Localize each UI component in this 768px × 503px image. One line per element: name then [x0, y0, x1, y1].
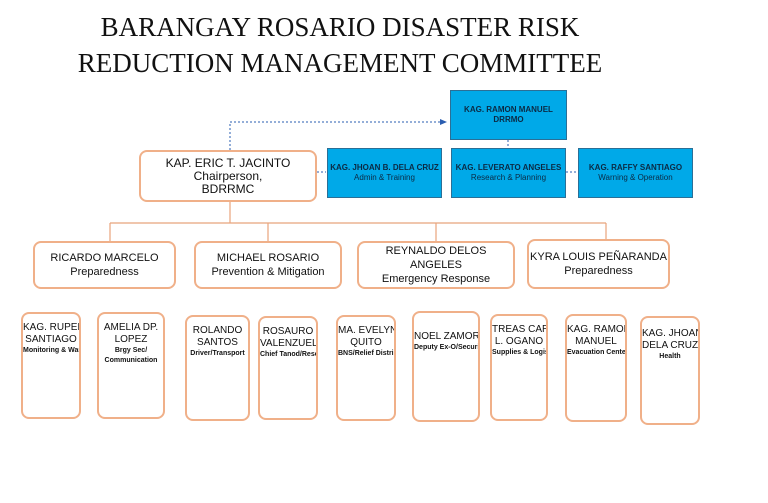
member-box: KAG. RUPERT SANTIAGO Monitoring & Warnin…	[21, 312, 81, 419]
head-name: KYRA LOUIS PEÑARANDA	[530, 251, 667, 263]
member-name-line-2: DELA CRUZ	[642, 340, 699, 351]
member-box: AMELIA DP. LOPEZ Brgy Sec/ Communication	[97, 312, 165, 419]
member-name-line-1: NOEL ZAMORA	[414, 331, 480, 342]
member-role: Evacuation Center	[567, 349, 627, 356]
head-name: RICARDO MARCELO	[50, 252, 159, 264]
head-box: MICHAEL ROSARIO Prevention & Mitigation	[194, 241, 342, 289]
member-role: Driver/Transport	[190, 350, 245, 357]
member-name-line-2: SANTIAGO	[25, 334, 77, 345]
connector-chair-drrmo	[229, 121, 446, 150]
connector-arrowhead	[440, 119, 447, 125]
member-box: MA. EVELYN QUITO BNS/Relief Distribution	[336, 315, 396, 421]
member-role: Monitoring & Warning	[23, 347, 81, 354]
drrmo-role: DRRMO	[493, 115, 524, 124]
member-name-line-2: SANTOS	[197, 337, 238, 348]
staff-name: KAG. JHOAN B. DELA CRUZ	[330, 163, 439, 172]
member-name-line-2: VALENZUELA	[260, 338, 318, 349]
member-name-line-2: QUITO	[350, 337, 382, 348]
member-box: ROSAURO VALENZUELA Chief Tanod/Rescue	[258, 316, 318, 420]
head-name: MICHAEL ROSARIO	[216, 252, 320, 264]
member-role: Deputy Ex-O/Security	[414, 344, 480, 351]
head-box: REYNALDO DELOS ANGELES Emergency Respons…	[357, 241, 515, 289]
drrmo-name: KAG. RAMON MANUEL	[464, 105, 553, 114]
member-role: Chief Tanod/Rescue	[260, 351, 316, 358]
staff-role: Warning & Operation	[598, 173, 673, 182]
staff-box-warning: KAG. RAFFY SANTIAGO Warning & Operation	[578, 148, 693, 198]
member-name-line-1: AMELIA DP.	[103, 322, 159, 333]
staff-box-research: KAG. LEVERATO ANGELES Research & Plannin…	[451, 148, 566, 198]
member-role: BNS/Relief Distribution	[338, 350, 394, 357]
member-name-line-1: ROLANDO	[192, 325, 243, 336]
member-name-line-1: ROSAURO	[262, 326, 314, 337]
head-role: Preparedness	[70, 266, 139, 278]
member-name-line-2: MANUEL	[575, 336, 617, 347]
staff-name: KAG. RAFFY SANTIAGO	[588, 163, 683, 172]
member-name-line-2: LOPEZ	[114, 334, 148, 345]
head-role: Prevention & Mitigation	[211, 266, 325, 278]
member-name-line-1: MA. EVELYN	[338, 325, 396, 336]
member-name-line-2: L. OGANO	[494, 336, 544, 347]
head-box: KYRA LOUIS PEÑARANDA Preparedness	[527, 239, 670, 289]
page-title-line-2: REDUCTION MANAGEMENT COMMITTEE	[77, 48, 603, 78]
member-name-line-1: TREAS CARMEN	[492, 324, 548, 335]
staff-role: Admin & Training	[354, 173, 415, 182]
member-role: Supplies & Logistics	[492, 349, 546, 356]
member-box: NOEL ZAMORA Deputy Ex-O/Security	[412, 311, 480, 422]
member-role: Health	[659, 353, 681, 360]
member-box: TREAS CARMEN L. OGANO Supplies & Logisti…	[490, 314, 548, 421]
member-name-line-1: KAG. RAMON	[567, 324, 627, 335]
head-role: Preparedness	[564, 265, 633, 277]
member-name-line-1: KAG. JHOAN B.	[642, 328, 700, 339]
staff-role: Research & Planning	[470, 173, 547, 182]
member-role-line-2: Communication	[104, 357, 158, 364]
head-role: Emergency Response	[381, 273, 491, 285]
head-name: REYNALDO DELOS ANGELES	[385, 245, 487, 271]
staff-name: KAG. LEVERATO ANGELES	[455, 163, 562, 172]
chairperson-name: KAP. ERIC T. JACINTO	[165, 155, 291, 170]
member-box: ROLANDO SANTOS Driver/Transport	[185, 315, 250, 421]
member-name-line-1: KAG. RUPERT	[23, 322, 79, 333]
chairperson-committee: BDRRMC	[201, 181, 255, 196]
member-box: KAG. RAMON MANUEL Evacuation Center	[565, 314, 627, 422]
member-role: Brgy Sec/	[114, 347, 148, 354]
staff-box-admin: KAG. JHOAN B. DELA CRUZ Admin & Training	[327, 148, 442, 198]
member-box: KAG. JHOAN B. DELA CRUZ Health	[640, 316, 700, 425]
head-box: RICARDO MARCELO Preparedness	[33, 241, 176, 289]
page-title-line-1: BARANGAY ROSARIO DISASTER RISK	[100, 12, 580, 42]
chairperson-role: Chairperson,	[193, 168, 263, 183]
chairperson-box: KAP. ERIC T. JACINTO Chairperson, BDRRMC	[139, 150, 317, 202]
drrmo-box: KAG. RAMON MANUEL DRRMO	[450, 90, 567, 140]
